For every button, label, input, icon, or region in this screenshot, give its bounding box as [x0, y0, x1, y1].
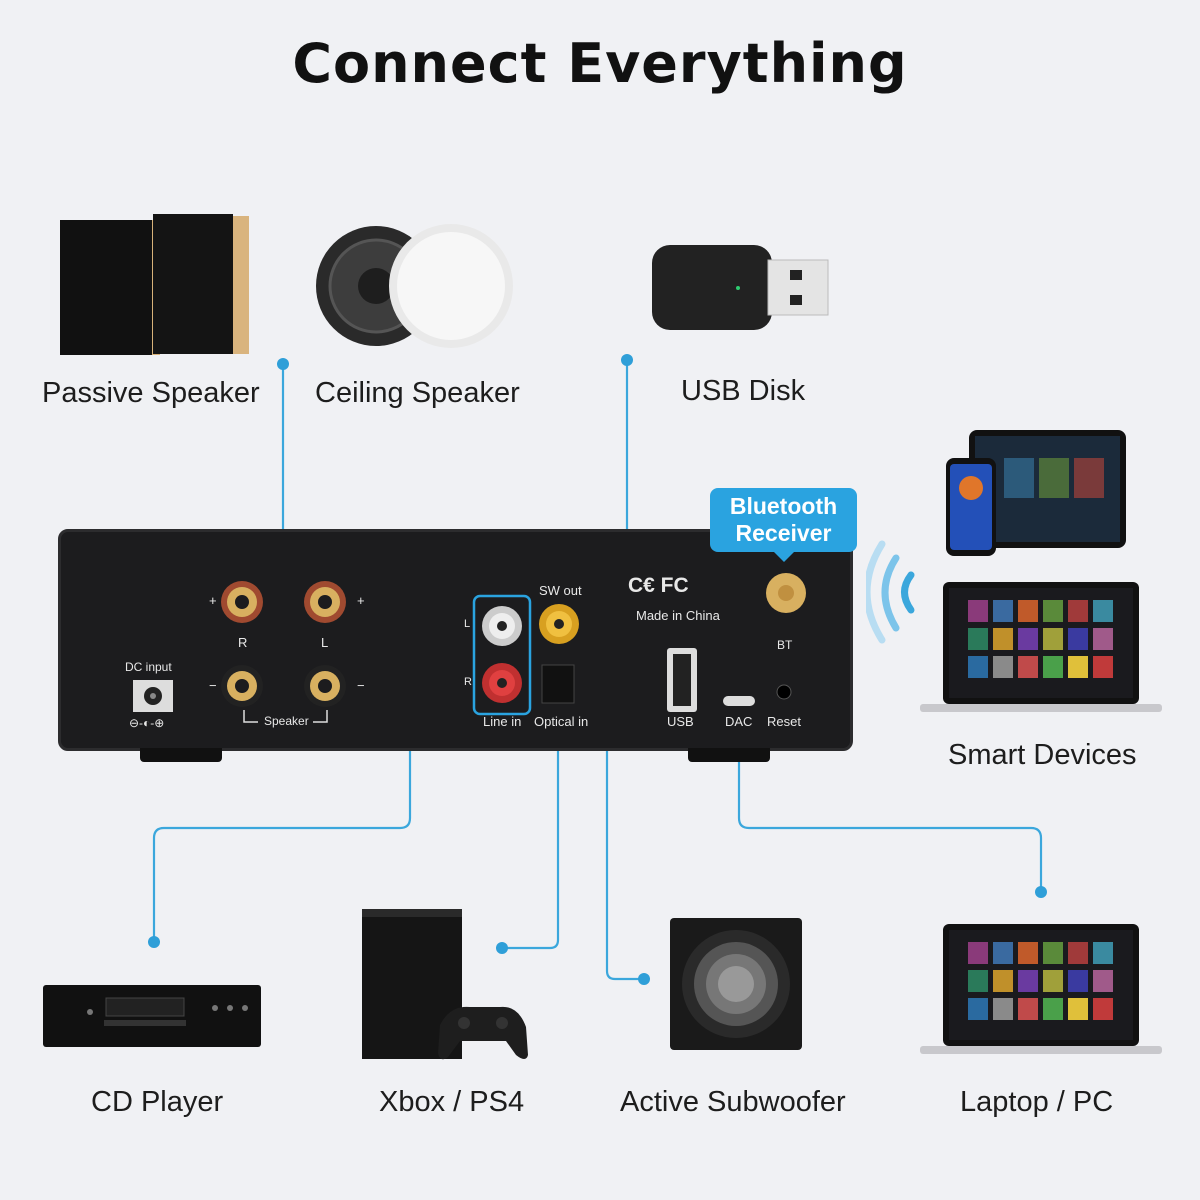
speaker-l-label: L — [321, 635, 329, 650]
active-subwoofer-label: Active Subwoofer — [620, 1086, 846, 1118]
laptop-connection-dot — [1035, 886, 1047, 898]
usb-port-label: USB — [667, 714, 694, 729]
minus-right: − — [357, 678, 365, 693]
line-r-label: R — [464, 676, 472, 688]
subwoofer-image — [670, 918, 802, 1050]
ceiling-speaker-label: Ceiling Speaker — [315, 377, 520, 409]
xbox-ps4-label: Xbox / PS4 — [379, 1086, 525, 1118]
usb-disk-image — [652, 245, 829, 330]
badge-line2: Receiver — [735, 520, 832, 546]
cd-player-image — [43, 985, 261, 1047]
usb-disk-label: USB Disk — [681, 375, 806, 407]
bt-label: BT — [777, 638, 793, 652]
dac-port-label: DAC — [725, 714, 753, 729]
xbox-connection-dot — [496, 942, 508, 954]
passive-speaker-image — [60, 214, 249, 355]
optical-in-label: Optical in — [534, 714, 589, 729]
wireless-waves-icon — [866, 540, 915, 644]
usb-connection-dot — [621, 354, 633, 366]
sw-out-label: SW out — [539, 583, 582, 598]
cd-player-label: CD Player — [91, 1086, 224, 1118]
tablet-phone-image — [946, 430, 1126, 556]
dc-input-label: DC input — [125, 660, 172, 674]
xbox-connection-line — [502, 690, 560, 950]
bluetooth-receiver-badge: Bluetooth Receiver — [710, 488, 857, 562]
laptop-pc-label: Laptop / PC — [960, 1086, 1114, 1118]
line-in-label: Line in — [483, 714, 522, 729]
minus-left: − — [209, 678, 217, 693]
speaker-terminals — [221, 581, 346, 723]
subwoofer-connection-dot — [638, 973, 650, 985]
reset-label: Reset — [767, 714, 801, 729]
laptop-connection-line — [737, 712, 1043, 892]
laptop-pc-image — [920, 924, 1162, 1054]
amplifier-rear-panel: + + − − R L Speaker DC input ⊖-◐-⊕ L R L… — [58, 529, 853, 751]
page-title: Connect Everything — [292, 32, 908, 95]
panel-foot-right — [688, 748, 770, 762]
ceiling-speaker-image — [316, 224, 513, 348]
plus-right: + — [357, 593, 365, 608]
passive-speaker-label: Passive Speaker — [42, 377, 260, 409]
smart-devices-label: Smart Devices — [948, 739, 1137, 771]
badge-line1: Bluetooth — [729, 493, 838, 519]
panel-ports — [133, 573, 806, 723]
made-in-label: Made in China — [636, 608, 720, 623]
certification-marks: C€ FC — [628, 574, 689, 597]
line-l-label: L — [464, 618, 471, 630]
cd-connection-dot — [148, 936, 160, 948]
speaker-r-label: R — [238, 635, 248, 650]
polarity-label: ⊖-◐-⊕ — [129, 716, 165, 730]
panel-foot-left — [140, 748, 222, 762]
speaker-connection-dot — [277, 358, 289, 370]
speaker-label: Speaker — [264, 714, 309, 728]
console-image — [362, 909, 528, 1060]
plus-left: + — [209, 593, 217, 608]
smart-laptop-image — [920, 582, 1162, 712]
